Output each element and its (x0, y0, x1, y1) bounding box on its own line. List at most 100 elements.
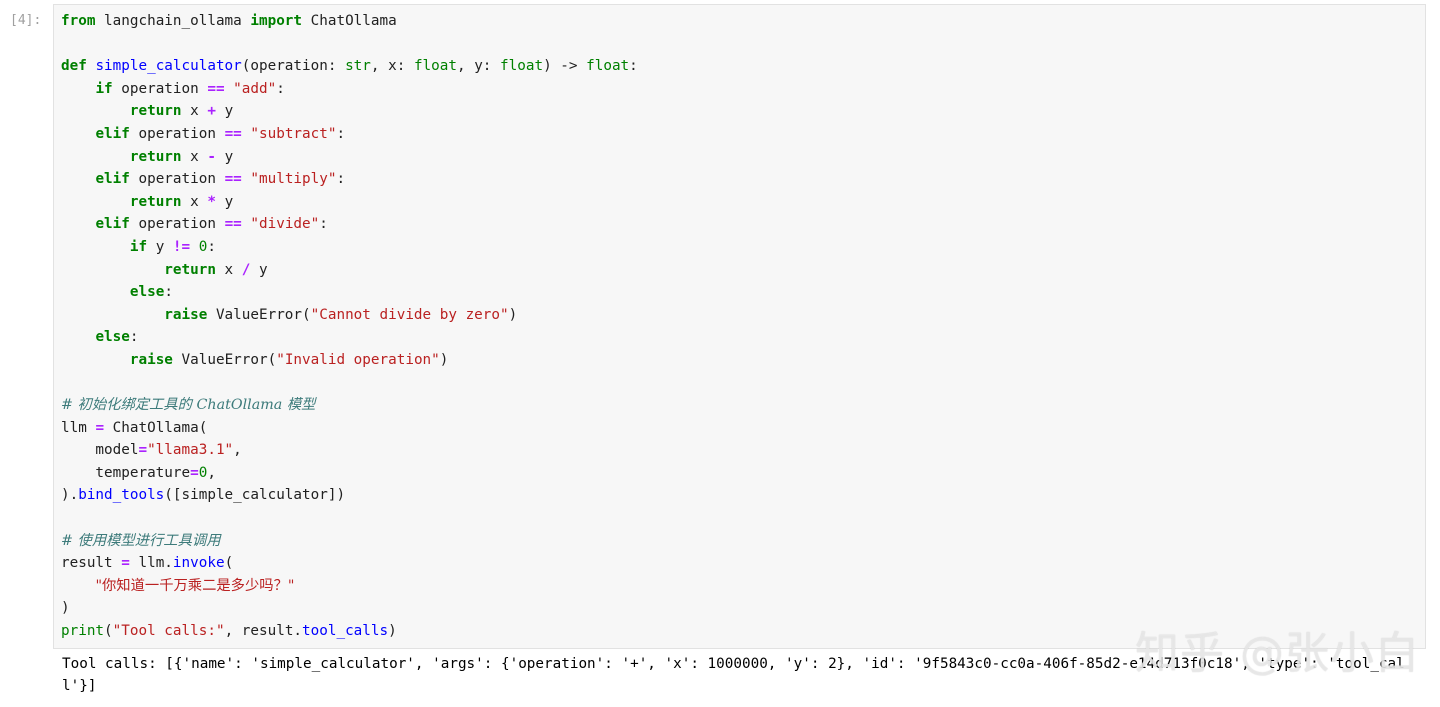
code-line: # 初始化绑定工具的 ChatOllama 模型 (61, 394, 638, 417)
code-token: llm. (129, 555, 173, 572)
code-token: x (181, 193, 208, 210)
code-token: 0 (198, 238, 208, 255)
code-token: ChatOllama (302, 13, 397, 29)
code-token (61, 262, 164, 278)
code-token: == (207, 80, 225, 97)
cell-execution-prompt: [4]: (10, 13, 42, 28)
code-token: return (129, 148, 182, 165)
code-token: : (276, 80, 285, 97)
code-line: raise ValueError("Cannot divide by zero"… (61, 304, 638, 327)
code-token: x (181, 148, 208, 165)
code-token: / (241, 261, 251, 278)
code-line (61, 372, 638, 395)
code-token: bind_tools (78, 487, 165, 504)
code-token: y (215, 148, 234, 165)
code-line: return x - y (61, 146, 638, 169)
code-token: ( (104, 623, 113, 640)
code-token: "divide" (250, 216, 320, 233)
code-token: y (147, 238, 173, 255)
code-token: ). (61, 487, 79, 504)
code-line: elif operation == "subtract": (61, 123, 638, 146)
code-token: = (138, 442, 148, 459)
code-line: return x / y (61, 259, 638, 282)
code-token (61, 126, 95, 142)
code-token: if (129, 238, 148, 255)
code-token (61, 216, 95, 232)
code-line: llm = ChatOllama( (61, 417, 638, 440)
code-token (61, 149, 130, 165)
code-token: invoke (172, 555, 225, 572)
code-token: ) (439, 351, 449, 368)
code-token: == (224, 125, 242, 142)
code-token: - (207, 148, 216, 165)
code-line: ).bind_tools([simple_calculator]) (61, 484, 638, 507)
code-token: + (207, 103, 216, 120)
code-line: return x + y (61, 100, 638, 123)
code-token: * (207, 193, 216, 210)
code-token: print (61, 623, 105, 640)
code-token: "你知道一千万乘二是多少吗？" (95, 577, 295, 594)
code-token: langchain_ollama (95, 13, 251, 29)
code-token: = (121, 555, 130, 572)
code-token (61, 171, 95, 187)
code-line: "你知道一千万乘二是多少吗？" (61, 575, 638, 598)
code-token: y (215, 193, 234, 210)
code-token: : (164, 284, 173, 301)
code-token: : (207, 238, 216, 255)
code-token: == (224, 216, 242, 233)
code-token: str (345, 58, 371, 75)
code-line (61, 507, 638, 530)
code-token: raise (129, 351, 173, 368)
code-token: , y: (456, 58, 501, 75)
code-token: operation (129, 216, 225, 233)
code-token (61, 578, 95, 594)
code-token (61, 103, 130, 119)
code-token: != (172, 238, 191, 255)
code-token: result (61, 555, 122, 572)
code-token: return (129, 103, 182, 120)
code-token: model (61, 442, 139, 459)
code-token: raise (164, 306, 208, 323)
code-token: float (500, 58, 544, 75)
code-token: if (95, 80, 113, 97)
code-token: y (215, 103, 234, 120)
code-token: "subtract" (250, 125, 337, 142)
code-line: print("Tool calls:", result.tool_calls) (61, 620, 638, 643)
code-token: float (586, 58, 630, 75)
code-token: import (250, 13, 303, 29)
code-token: x (215, 261, 242, 278)
code-cell[interactable] (53, 4, 1426, 649)
code-token: return (164, 261, 216, 278)
code-token: # 使用模型进行工具调用 (61, 532, 221, 549)
code-token: ) (388, 623, 397, 640)
code-token: , (233, 442, 242, 459)
code-token: ([simple_calculator]) (164, 487, 346, 504)
code-token: "llama3.1" (147, 442, 234, 459)
code-token: else (95, 329, 130, 346)
code-token (61, 284, 130, 300)
code-token: else (129, 284, 165, 301)
code-editor[interactable]: from langchain_ollama import ChatOllama … (61, 10, 638, 643)
code-token: temperature (61, 464, 191, 481)
code-line (61, 33, 638, 56)
code-token (61, 307, 164, 323)
code-token: , (207, 464, 216, 481)
code-line: raise ValueError("Invalid operation") (61, 349, 638, 372)
code-token (61, 352, 130, 368)
code-token: y (250, 261, 268, 278)
code-token: ) -> (543, 58, 587, 75)
code-token: tool_calls (302, 623, 389, 640)
code-token: "Invalid operation" (276, 351, 440, 368)
code-token: x (181, 103, 208, 120)
code-token: return (129, 193, 182, 210)
code-token: : (319, 216, 328, 233)
code-token: simple_calculator (95, 58, 242, 75)
code-token: llm (61, 419, 96, 436)
code-token: "Cannot divide by zero" (310, 306, 509, 323)
code-token (61, 194, 130, 210)
code-token: ( (224, 555, 234, 572)
code-line: else: (61, 281, 638, 304)
code-token: elif (95, 125, 130, 142)
code-token: : (129, 329, 139, 346)
code-token: , result. (224, 623, 303, 640)
